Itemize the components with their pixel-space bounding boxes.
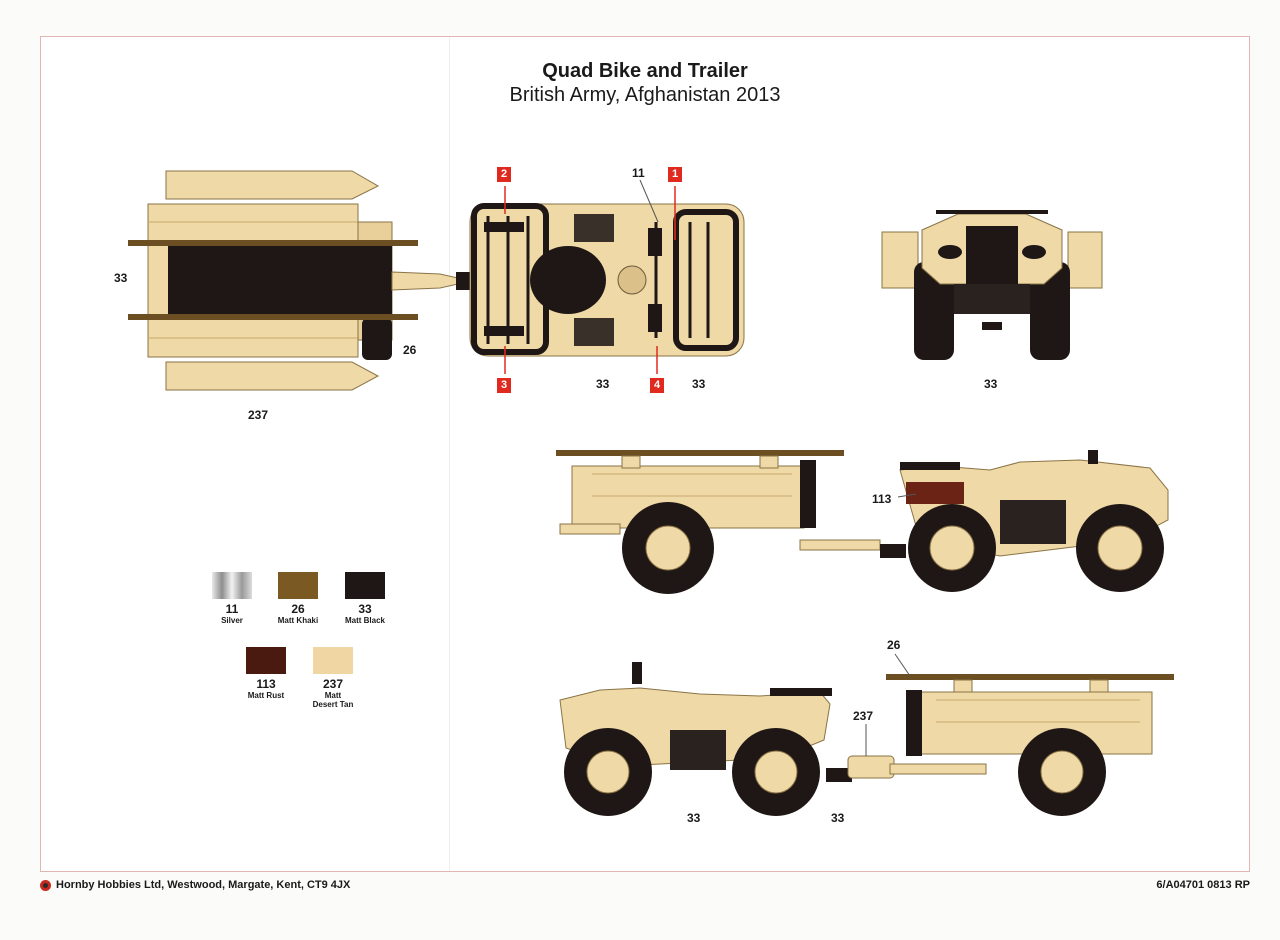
side-view-lower xyxy=(559,653,1174,816)
marker-4: 4 xyxy=(650,378,664,393)
paint-name: Silver xyxy=(221,616,243,625)
paint-swatch-237: 237 Matt Desert Tan xyxy=(302,647,364,709)
footer-code: 6/A04701 0813 RP xyxy=(1156,879,1250,891)
quad-front-view xyxy=(881,210,1103,360)
swatch-color-desert-tan xyxy=(313,647,353,674)
footer-address: Hornby Hobbies Ltd, Westwood, Margate, K… xyxy=(40,879,350,891)
callout-33-quad-front: 33 xyxy=(984,377,998,391)
page-title: Quad Bike and Trailer xyxy=(542,60,748,82)
paint-swatch-113: 113 Matt Rust xyxy=(235,647,297,700)
swatch-color-rust xyxy=(246,647,286,674)
paint-number: 237 xyxy=(322,677,344,691)
paint-number: 11 xyxy=(225,602,239,616)
swatch-color-khaki xyxy=(278,572,318,599)
page-subtitle: British Army, Afghanistan 2013 xyxy=(509,84,781,106)
paint-swatch-11: 11 Silver xyxy=(201,572,263,625)
paint-name-line1: Matt xyxy=(324,691,342,700)
callout-26-trailer-wheel: 26 xyxy=(403,343,417,357)
paint-number: 26 xyxy=(291,602,305,616)
title-block: Quad Bike and Trailer British Army, Afgh… xyxy=(41,59,1249,107)
paint-name: Matt Khaki xyxy=(277,616,319,625)
callout-237-lower: 237 xyxy=(853,709,874,723)
callout-113-side: 113 xyxy=(872,492,892,506)
trailer-top-view xyxy=(128,170,470,391)
paint-number: 113 xyxy=(256,677,276,691)
swatch-color-silver xyxy=(212,572,252,599)
callout-11-quad-top: 11 xyxy=(632,166,645,180)
callout-237-trailer-bottom: 237 xyxy=(248,408,269,422)
callout-33-trailer-left: 33 xyxy=(114,271,128,285)
paint-number: 33 xyxy=(358,602,372,616)
callout-26-lower: 26 xyxy=(887,638,901,652)
swatch-color-black xyxy=(345,572,385,599)
footer-address-text: Hornby Hobbies Ltd, Westwood, Margate, K… xyxy=(56,879,351,891)
paint-name: Matt Black xyxy=(344,616,385,625)
callout-33-lower-left: 33 xyxy=(687,811,701,825)
paint-name: Matt Rust xyxy=(247,691,285,700)
callout-33-quad-top-left: 33 xyxy=(596,377,610,391)
side-view-upper xyxy=(556,450,1169,594)
paint-swatch-26: 26 Matt Khaki xyxy=(267,572,329,625)
callout-33-lower-right: 33 xyxy=(831,811,845,825)
paint-name-line2: Desert Tan xyxy=(312,700,354,709)
quad-top-view xyxy=(469,179,745,374)
callout-33-quad-top-right: 33 xyxy=(692,377,706,391)
fold-line xyxy=(449,37,450,871)
marker-3: 3 xyxy=(497,378,511,393)
paint-swatch-33: 33 Matt Black xyxy=(334,572,396,625)
marker-1: 1 xyxy=(668,167,682,182)
marker-2: 2 xyxy=(497,167,511,182)
hornby-logo-icon xyxy=(40,879,51,891)
